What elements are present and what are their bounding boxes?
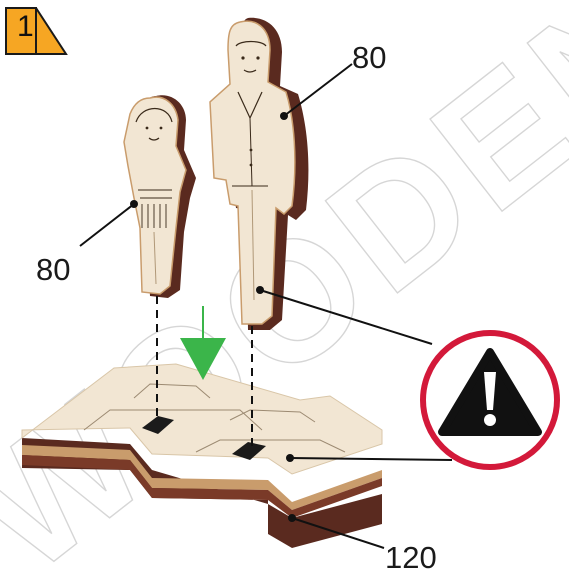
step-number: 1 (17, 10, 34, 44)
warning-connector-bottom (290, 458, 452, 460)
arrow-down-icon (180, 306, 226, 380)
base-leader-line (292, 518, 384, 548)
man-leader-line (284, 64, 352, 116)
girl-leader-line (80, 204, 134, 246)
warning-callout (423, 333, 557, 467)
man-quantity: 80 (352, 40, 386, 76)
step-badge (6, 8, 66, 54)
warning-connector-top (260, 290, 432, 344)
girl-quantity: 80 (36, 252, 70, 288)
base-quantity: 120 (385, 540, 437, 576)
